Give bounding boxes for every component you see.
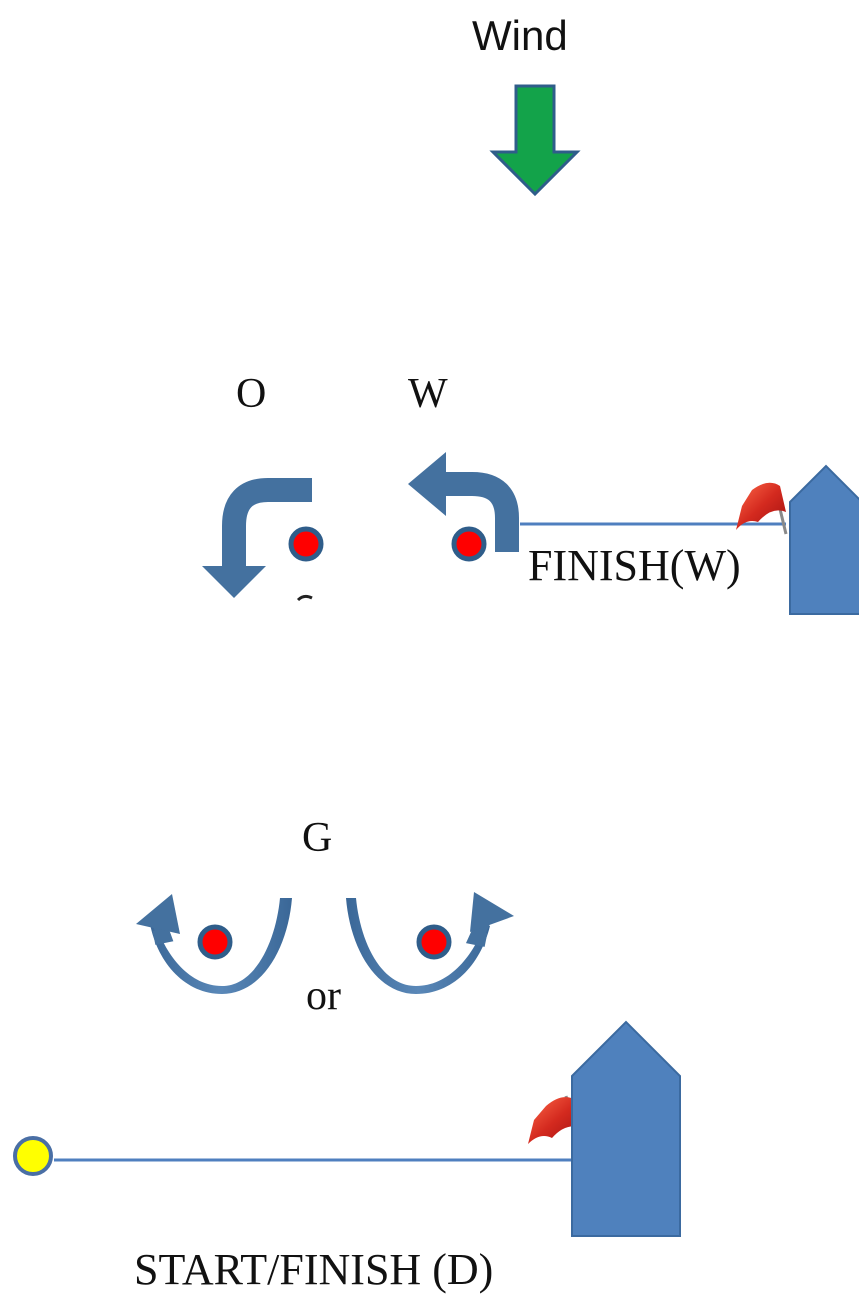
- start-finish-label: START/FINISH (D): [134, 1245, 494, 1294]
- or-label: or: [306, 973, 341, 1019]
- finish-w-label: FINISH(W): [528, 541, 741, 590]
- mark-g-right-buoy-icon: [416, 924, 452, 960]
- mark-g-label: G: [302, 815, 333, 861]
- wind-arrow-icon: [489, 84, 581, 197]
- mark-w-buoy-icon: [451, 526, 487, 562]
- mark-g-left-buoy-icon: [197, 924, 233, 960]
- mark-o-caption-fragment: [296, 594, 313, 602]
- mark-o-rounding-arrow-icon: [202, 478, 312, 598]
- mark-w-rounding-arrow-icon: [408, 452, 519, 552]
- finish-w-committee-boat-icon: [789, 464, 859, 615]
- mark-o-label: O: [236, 371, 267, 417]
- mark-g-right-rounding-arrow-icon: [346, 892, 514, 994]
- start-finish-committee-boat-icon: [571, 1020, 681, 1237]
- wind-label: Wind: [472, 12, 568, 59]
- pin-end-buoy-icon: [13, 1136, 53, 1176]
- finish-w-flag-icon: [736, 482, 788, 535]
- mark-g-left-rounding-arrow-icon: [136, 894, 292, 994]
- mark-w-label: W: [408, 371, 448, 417]
- mark-o-buoy-icon: [288, 526, 324, 562]
